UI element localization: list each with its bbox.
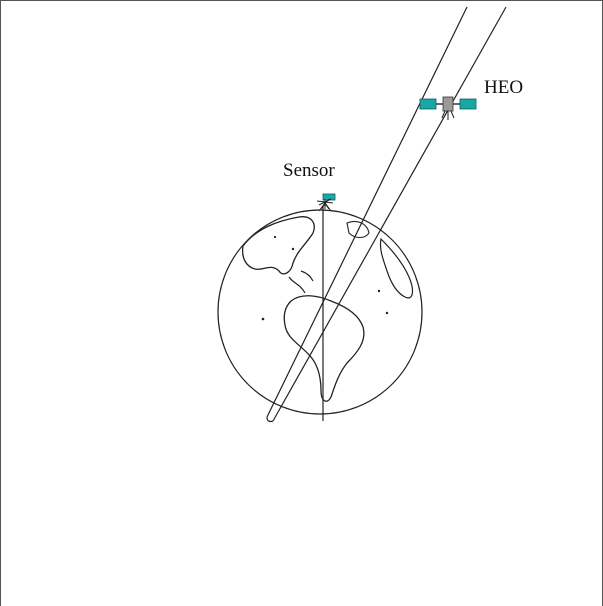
africa-outline	[379, 237, 414, 299]
heo-satellite-icon	[419, 96, 477, 120]
heo-beam-left-edge	[266, 6, 468, 418]
earth-globe	[217, 209, 423, 415]
sensor-satellite-icon	[316, 193, 336, 212]
south-america-outline	[283, 295, 365, 402]
heo-beam-right-edge	[272, 6, 507, 422]
sensor-label: Sensor	[283, 160, 335, 181]
heo-label: HEO	[484, 77, 524, 98]
heo-beam-tip	[266, 416, 274, 423]
north-america-outline	[241, 216, 315, 275]
greenland-outline	[346, 220, 370, 239]
earth-outline	[217, 209, 423, 415]
caribbean-outline	[288, 270, 314, 294]
island-dots	[261, 235, 389, 321]
